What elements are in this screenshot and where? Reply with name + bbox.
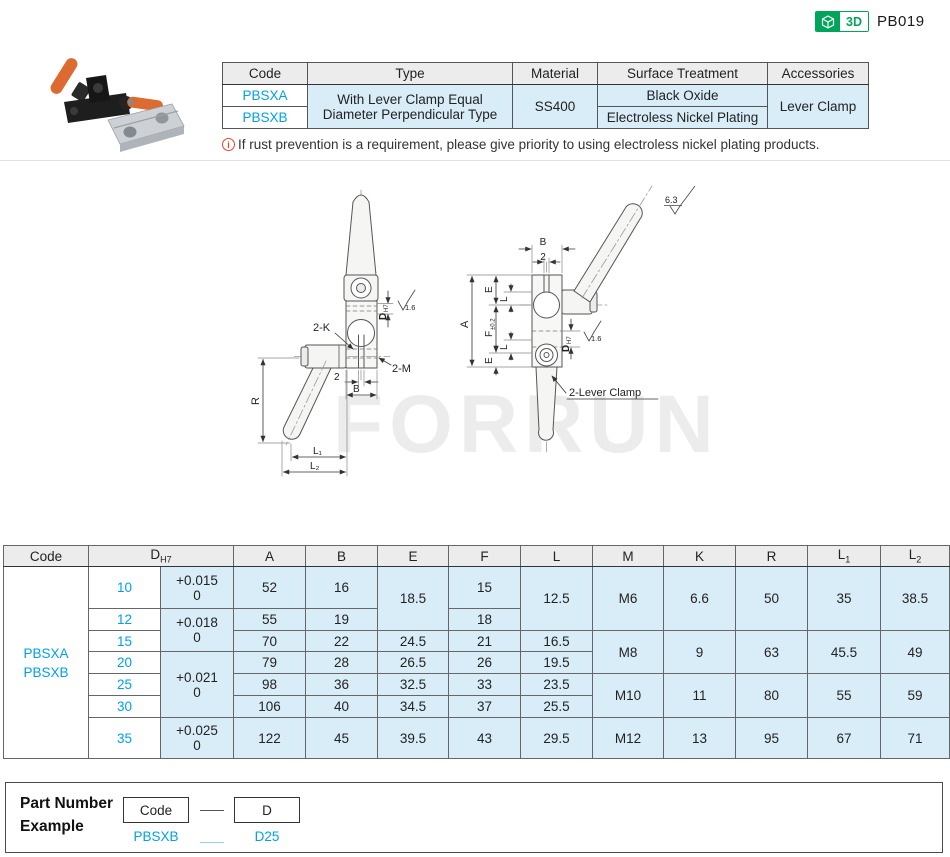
dim-header-a: A xyxy=(233,545,307,567)
dim-a: A xyxy=(459,320,471,328)
dim-header-d: DH7 xyxy=(87,545,235,567)
dim-2-right: 2 xyxy=(540,252,546,263)
dim-e-bottom: E xyxy=(484,357,495,364)
d-box: D xyxy=(234,797,300,823)
part-number-example: Part Number Example Code D PBSXB D25 xyxy=(5,782,943,853)
dim-header-row: Code DH7 A B E F L M K R L1 L2 xyxy=(3,545,950,567)
connector-line xyxy=(200,810,224,811)
cube-3d-icon xyxy=(816,12,840,31)
note: i If rust prevention is a requirement, p… xyxy=(222,137,820,152)
bore-h7-label-right: H7 xyxy=(567,336,573,344)
roughness-6-3-value: 6.3 xyxy=(665,195,678,205)
code-pbsxa: PBSXA xyxy=(222,84,308,107)
dim-row-25: 25 98 36 32.5 33 23.5 M10 11 80 55 59 xyxy=(4,673,950,718)
dim-2-left: 2 xyxy=(334,372,340,383)
info-row-pbsxa: PBSXA With Lever Clamp Equal Diameter Pe… xyxy=(222,84,869,129)
roughness-6-3: 6.3 xyxy=(664,185,696,215)
label-2m: 2-M xyxy=(392,363,411,375)
dim-header-l: L xyxy=(520,545,594,567)
front-view: 2-K 2-M D H7 1.6 2 xyxy=(250,189,415,477)
dim-row-15: 15 70 22 24.5 21 16.5 M8 9 63 45.5 49 xyxy=(4,630,950,674)
bore-d-label-left: D xyxy=(378,313,389,320)
info-header-row: Code Type Material Surface Treatment Acc… xyxy=(222,62,869,85)
dim-header-l1: L1 xyxy=(807,545,882,567)
info-header-accessories: Accessories xyxy=(767,62,869,85)
dim-header-r: R xyxy=(735,545,809,567)
dim-header-f: F xyxy=(448,545,522,567)
dim-header-l2: L2 xyxy=(880,545,950,567)
code-box: Code xyxy=(123,797,189,823)
info-table: Code Type Material Surface Treatment Acc… xyxy=(222,62,869,129)
dim-e-top: E xyxy=(484,286,495,293)
dim-header-code: Code xyxy=(3,545,89,567)
roughness-1-6-right: 1.6 xyxy=(591,334,601,343)
roughness-1-6-left: 1.6 xyxy=(405,303,415,312)
part-number-example-title: Part Number Example xyxy=(20,795,114,835)
lever-clamp-photo-black xyxy=(50,58,163,123)
dim-l-bottom: L xyxy=(499,344,510,350)
dim-b-right: B xyxy=(540,237,547,248)
label-2-lever-clamp: 2-Lever Clamp xyxy=(569,387,641,399)
bore-h7-label-left: H7 xyxy=(384,304,390,312)
info-row-pbsxb: PBSXB Electroless Nickel Plating xyxy=(222,106,869,129)
product-photo xyxy=(50,58,185,152)
section-divider xyxy=(0,160,950,161)
note-text: If rust prevention is a requirement, ple… xyxy=(238,137,820,152)
type-cell: With Lever Clamp Equal Diameter Perpendi… xyxy=(307,84,513,129)
side-view: B 2 A E F ±0.2 E xyxy=(459,185,659,453)
info-circle-icon: i xyxy=(222,138,235,151)
info-header-surface: Surface Treatment xyxy=(597,62,768,85)
dim-b-left: B xyxy=(353,384,360,395)
dim-f-tol: ±0.2 xyxy=(491,318,497,330)
dim-header-k: K xyxy=(663,545,737,567)
connector-line-blue xyxy=(200,842,224,843)
dim-l1: L₁ xyxy=(313,446,323,457)
page-code: PB019 xyxy=(877,13,925,30)
info-header-material: Material xyxy=(512,62,598,85)
bore-d-label-right: D xyxy=(561,345,572,352)
badge-3d[interactable]: 3D xyxy=(815,11,869,32)
dim-header-e: E xyxy=(377,545,450,567)
badge-3d-label: 3D xyxy=(840,12,868,31)
info-header-code: Code xyxy=(222,62,308,85)
surface-nickel: Electroless Nickel Plating xyxy=(597,106,768,129)
code-pbsxb: PBSXB xyxy=(222,106,308,129)
dim-r: R xyxy=(250,397,262,405)
material-cell: SS400 xyxy=(512,84,598,129)
example-code-value: PBSXB xyxy=(133,829,179,844)
watermark: FORRUN xyxy=(333,379,720,470)
technical-drawing: FORRUN 2-K xyxy=(250,185,720,477)
dim-f: F xyxy=(484,331,495,337)
surface-black-oxide: Black Oxide xyxy=(597,84,768,107)
dim-header-b: B xyxy=(305,545,379,567)
clamp-block-photo xyxy=(107,103,185,152)
dim-header-m: M xyxy=(592,545,665,567)
example-d-value: D25 xyxy=(254,829,280,844)
dim-l2: L₂ xyxy=(310,461,320,472)
info-header-type: Type xyxy=(307,62,513,85)
label-2k: 2-K xyxy=(313,322,331,334)
dim-l-top: L xyxy=(499,296,510,302)
accessories-cell: Lever Clamp xyxy=(767,84,869,129)
